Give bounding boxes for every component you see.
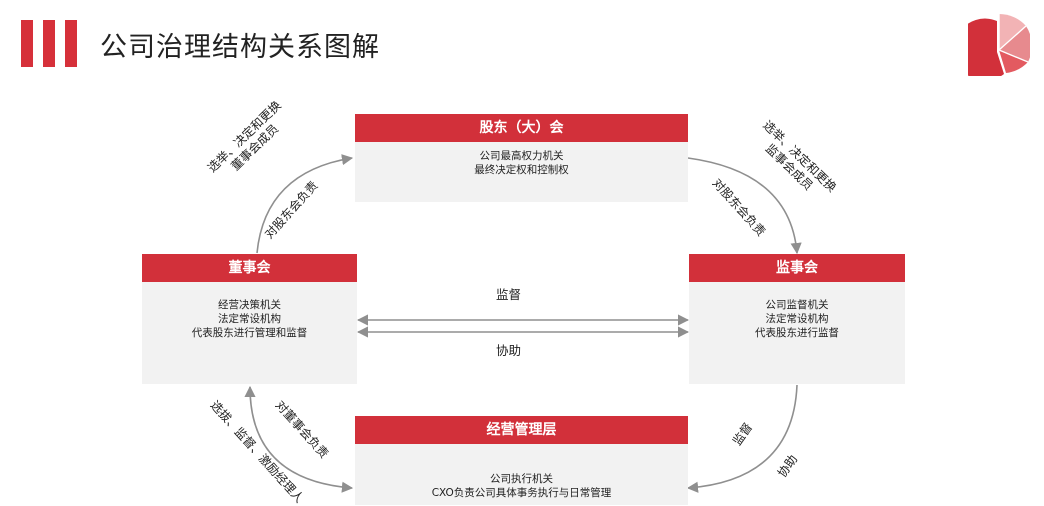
node-management-title: 经营管理层 xyxy=(355,416,688,444)
node-board: 董事会 经营决策机关 法定常设机构 代表股东进行管理和监督 xyxy=(142,254,357,384)
node-board-line: 法定常设机构 xyxy=(218,313,281,325)
node-board-line: 代表股东进行管理和监督 xyxy=(191,327,308,339)
node-shareholders-line: 最终决定权和控制权 xyxy=(474,164,569,176)
pie-logo-icon xyxy=(968,13,1030,76)
node-supervisors: 监事会 公司监督机关 法定常设机构 代表股东进行监督 xyxy=(689,254,905,384)
node-management-line: CXO负责公司具体事务执行与日常管理 xyxy=(431,487,612,499)
label-supervise: 监督 xyxy=(496,287,522,302)
node-supervisors-line: 公司监督机关 xyxy=(765,299,829,311)
node-board-line: 经营决策机关 xyxy=(218,299,281,311)
node-board-title: 董事会 xyxy=(142,254,357,282)
node-supervisors-line: 法定常设机构 xyxy=(765,313,829,325)
node-management-line: 公司执行机关 xyxy=(490,473,553,485)
label-assist: 协助 xyxy=(496,343,522,358)
page-title: 公司治理结构关系图解 xyxy=(100,32,380,63)
node-supervisors-line: 代表股东进行监督 xyxy=(755,327,839,339)
node-shareholders-line: 公司最高权力机关 xyxy=(479,150,564,162)
node-management: 经营管理层 公司执行机关 CXO负责公司具体事务执行与日常管理 xyxy=(355,416,688,505)
node-shareholders-title: 股东（大）会 xyxy=(355,114,688,142)
node-shareholders: 股东（大）会 公司最高权力机关 最终决定权和控制权 xyxy=(355,114,688,202)
node-supervisors-title: 监事会 xyxy=(689,254,905,282)
